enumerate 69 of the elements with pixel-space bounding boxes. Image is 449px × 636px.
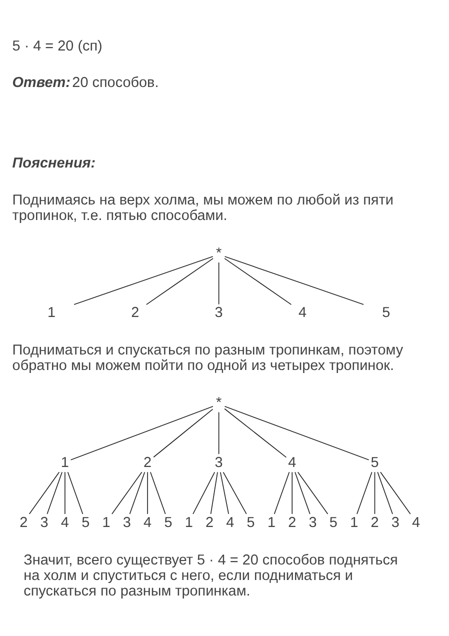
label: Пояснения:	[12, 154, 96, 171]
connector	[294, 471, 310, 514]
node-text: 1	[48, 304, 56, 321]
node-text: 2	[131, 304, 140, 321]
node-text: 1	[102, 514, 110, 530]
connector	[147, 471, 148, 514]
node-text: 5	[370, 454, 379, 470]
node-text: *	[216, 394, 222, 410]
label: Подниматься и спускаться по разным тропинкам, поэтому обратно мы можем пойти по одной из четырех тропинок.	[12, 342, 404, 374]
node-text: 3	[214, 454, 223, 470]
label: 5 · 4 = 20 (сп)	[12, 38, 102, 54]
node-text: 4	[60, 514, 69, 530]
node-text: 1	[184, 514, 193, 530]
connector	[224, 256, 364, 304]
node-text: 4	[288, 454, 296, 470]
node-text: 2	[20, 514, 28, 530]
node-text: 2	[370, 514, 379, 530]
label: Ответ:	[12, 74, 70, 90]
connector	[224, 408, 287, 458]
node-text: 4	[144, 514, 152, 530]
connector	[74, 256, 214, 304]
node-text: 5	[164, 514, 172, 530]
node-text: *	[216, 244, 222, 261]
connector	[220, 471, 230, 514]
connector	[218, 262, 220, 304]
node-text: 3	[40, 514, 48, 530]
connector	[380, 471, 411, 514]
node-text: 5	[382, 304, 390, 321]
connector	[210, 471, 218, 514]
connector	[46, 471, 62, 514]
connector	[222, 471, 247, 514]
label: 20 способов.	[72, 74, 159, 90]
connector	[192, 471, 216, 514]
connector	[70, 406, 214, 460]
connector	[153, 408, 214, 458]
node-text: 3	[214, 304, 223, 321]
connector	[297, 471, 328, 514]
node-text: 2	[144, 454, 152, 470]
connector	[224, 406, 370, 460]
connector	[129, 471, 146, 514]
connector	[64, 471, 66, 514]
label: Значит, всего существует 5 · 4 = 20 способов подняться на холм и спуститься с него, если подниматься и спускаться по разным тропинкам.	[24, 552, 398, 599]
node-text: 4	[412, 514, 420, 530]
connector	[292, 471, 293, 514]
connector	[67, 471, 84, 514]
node-text: 5	[246, 514, 255, 530]
node-text: 4	[226, 514, 234, 530]
node-text: 2	[206, 514, 214, 530]
node-text: 5	[82, 514, 90, 530]
connector	[224, 258, 292, 304]
label: Поднимаясь на верх холма, мы можем по любой из пяти тропинок, т.е. пятью способами.	[12, 192, 394, 224]
node-text: 2	[288, 514, 296, 530]
node-text: 1	[350, 514, 358, 530]
node-text: 1	[60, 454, 69, 470]
connector	[112, 471, 142, 514]
node-text: 5	[329, 514, 338, 530]
connector	[274, 471, 290, 514]
node-text: 3	[122, 514, 131, 530]
connector	[377, 471, 393, 514]
connector	[356, 471, 372, 514]
connector	[146, 258, 214, 304]
connector	[28, 471, 60, 514]
node-text: 4	[298, 304, 306, 321]
connector	[150, 471, 166, 514]
node-text: 3	[308, 514, 317, 530]
node-text: 1	[267, 514, 276, 530]
node-text: 3	[391, 514, 400, 530]
connector	[218, 411, 220, 454]
connector	[374, 471, 376, 514]
